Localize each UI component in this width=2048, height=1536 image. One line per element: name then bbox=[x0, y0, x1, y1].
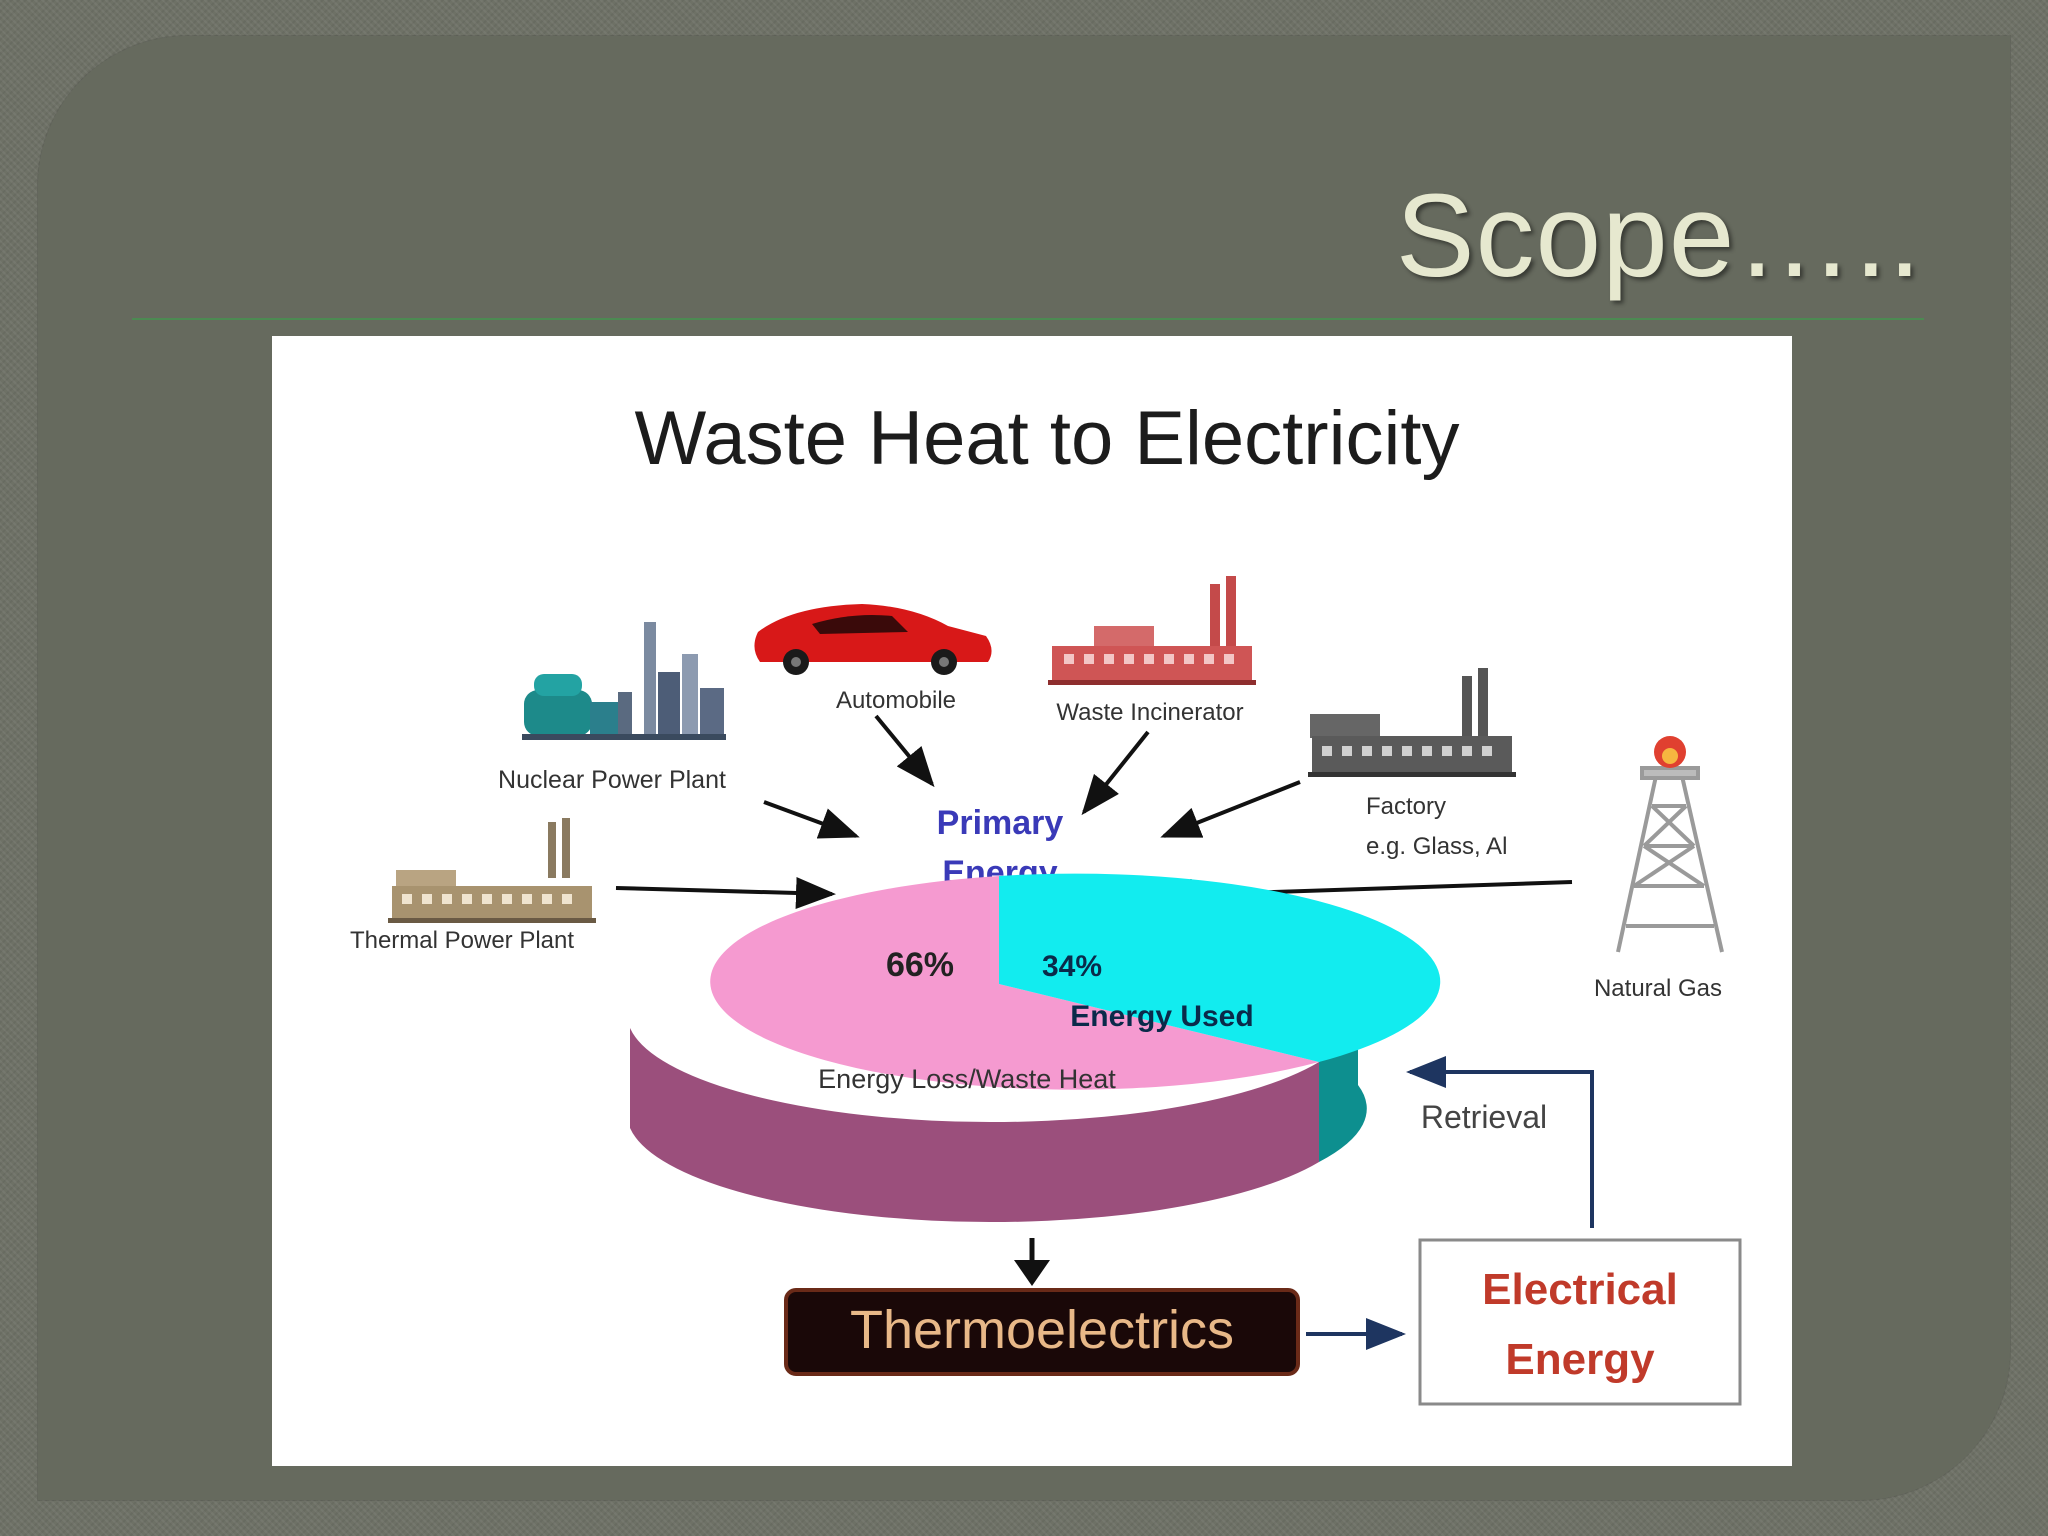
electrical-energy-box bbox=[1418, 1238, 1742, 1406]
arrow-incinerator bbox=[1081, 730, 1150, 816]
electrical-energy-label-line2: Energy bbox=[1505, 1335, 1655, 1384]
thermal-power-plant-label: Thermal Power Plant bbox=[350, 927, 574, 954]
retrieval-label: Retrieval bbox=[1421, 1099, 1547, 1135]
pie-slice-energy-loss bbox=[710, 876, 1319, 1090]
gas-flame-icon bbox=[1654, 736, 1686, 768]
waste-heat-diagram: Waste Heat to Electricity Nuclear Power … bbox=[350, 396, 1742, 1406]
automobile-icon bbox=[754, 604, 992, 675]
natural-gas-tower-icon bbox=[1616, 766, 1724, 953]
arrow-thermal bbox=[615, 877, 836, 909]
factory-icon bbox=[1308, 668, 1516, 777]
thermal-power-plant-icon bbox=[388, 818, 596, 923]
arrow-factory bbox=[1160, 780, 1301, 838]
energy-used-label: Energy Used bbox=[1070, 1000, 1253, 1033]
thermoelectrics-label: Thermoelectrics bbox=[850, 1300, 1234, 1360]
energy-pie-chart bbox=[630, 873, 1441, 1223]
title-divider bbox=[132, 318, 1924, 320]
loss-percent-label: 66% bbox=[886, 946, 954, 984]
pie-used-side bbox=[1319, 985, 1367, 1162]
thermoelectrics-box bbox=[784, 1288, 1300, 1376]
nuclear-power-plant-label: Nuclear Power Plant bbox=[498, 766, 726, 794]
factory-label: Factory bbox=[1366, 793, 1446, 820]
arrow-automobile bbox=[874, 714, 935, 788]
arrow-nuclear bbox=[763, 800, 860, 839]
used-percent-label: 34% bbox=[1042, 950, 1102, 983]
down-arrow bbox=[1014, 1238, 1050, 1286]
slide-title: Scope….. bbox=[1395, 170, 1922, 302]
primary-energy-label: Primary bbox=[937, 804, 1064, 842]
pie-slice-energy-used bbox=[999, 873, 1441, 1062]
diagram-title: Waste Heat to Electricity bbox=[635, 396, 1460, 481]
natural-gas-label: Natural Gas bbox=[1594, 975, 1722, 1002]
waste-incinerator-label: Waste Incinerator bbox=[1056, 699, 1243, 726]
pie-loss-side bbox=[630, 1028, 1319, 1223]
energy-loss-label: Energy Loss/Waste Heat bbox=[818, 1064, 1116, 1094]
nuclear-power-plant-icon bbox=[522, 622, 726, 740]
waste-incinerator-icon bbox=[1048, 576, 1256, 685]
electrical-energy-label: Electrical bbox=[1482, 1265, 1678, 1314]
retrieval-arrow bbox=[1406, 1056, 1594, 1228]
diagram-image: Waste Heat to Electricity Nuclear Power … bbox=[272, 336, 1792, 1466]
factory-example-label: e.g. Glass, Al bbox=[1366, 833, 1507, 860]
automobile-label: Automobile bbox=[836, 687, 956, 714]
